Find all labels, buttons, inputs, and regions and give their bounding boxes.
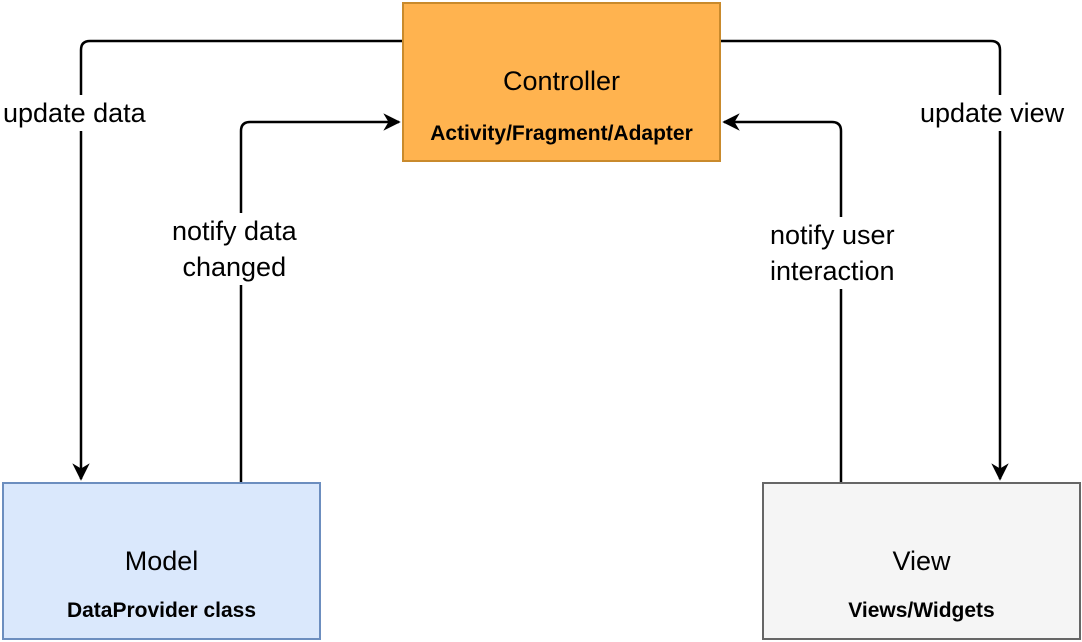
model-box: Model DataProvider class <box>2 482 321 640</box>
label-update-view: update view <box>920 95 1065 131</box>
label-notify-user-interaction-line1: notify user <box>770 220 895 250</box>
model-title: Model <box>124 546 199 576</box>
controller-box: Controller Activity/Fragment/Adapter <box>402 2 721 162</box>
view-subtitle: Views/Widgets <box>848 599 995 622</box>
label-notify-data-changed-line2: changed <box>182 252 287 282</box>
edge-notify-data-changed <box>239 113 401 482</box>
view-box: View Views/Widgets <box>762 482 1081 640</box>
edge-update-view <box>721 39 1009 481</box>
label-notify-data-changed: notify data changed <box>172 213 297 285</box>
model-subtitle: DataProvider class <box>66 599 257 622</box>
controller-subtitle: Activity/Fragment/Adapter <box>430 122 693 145</box>
edge-notify-user-interaction <box>722 113 843 482</box>
label-notify-data-changed-line1: notify data <box>172 216 297 246</box>
label-notify-user-interaction: notify user interaction <box>770 217 895 289</box>
label-update-data: update data <box>3 95 146 131</box>
controller-title: Controller <box>502 66 621 96</box>
edge-update-data <box>72 39 402 481</box>
label-notify-user-interaction-line2: interaction <box>770 256 895 286</box>
view-title: View <box>892 546 951 576</box>
